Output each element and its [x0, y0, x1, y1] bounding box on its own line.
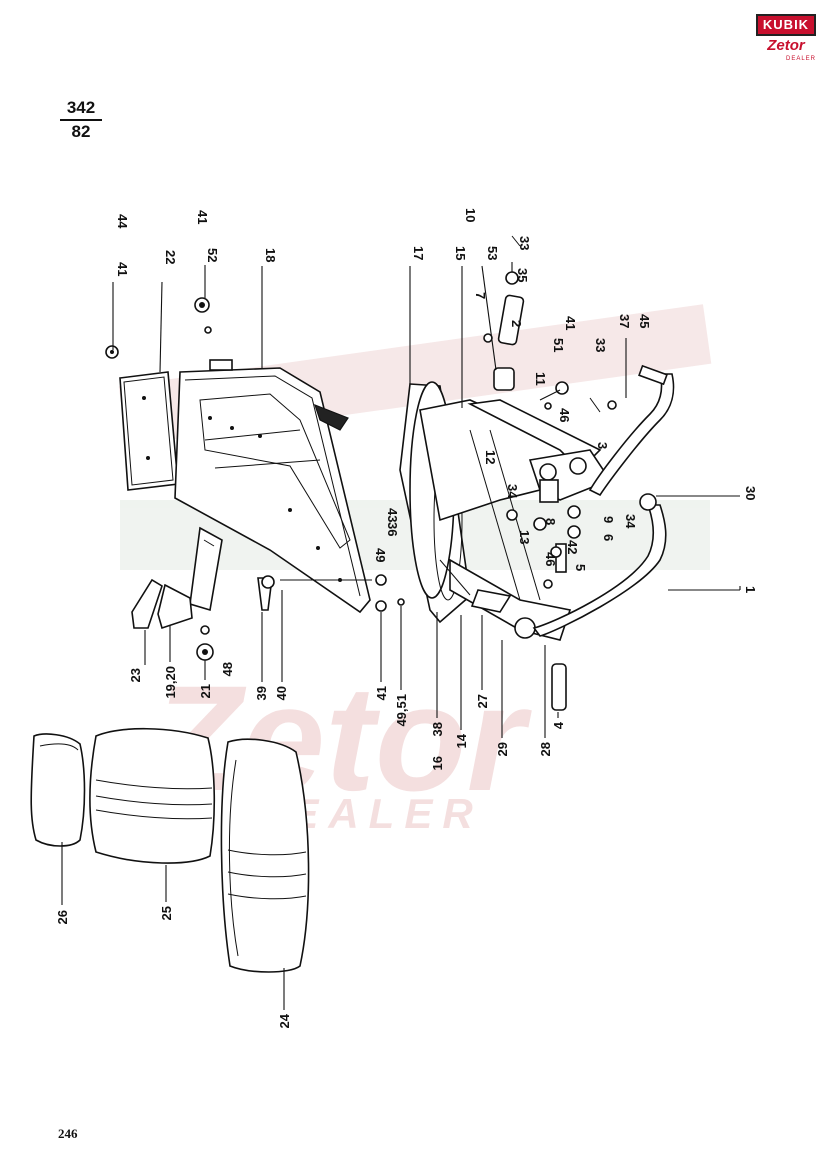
- callout-45: 45: [637, 314, 652, 328]
- callout-43: 43: [385, 508, 400, 522]
- callout-21: 21: [198, 684, 213, 698]
- callout-3: 3: [595, 442, 610, 449]
- part-24-seat-cushion: [220, 738, 310, 973]
- callout-48: 48: [220, 662, 235, 676]
- callout-6: 6: [601, 534, 616, 541]
- callout-53: 53: [485, 246, 500, 260]
- callout-26: 26: [55, 910, 70, 924]
- callout-13: 13: [517, 530, 532, 544]
- callout-30: 30: [743, 486, 758, 500]
- callout-15: 15: [453, 246, 468, 260]
- callout-33: 33: [517, 236, 532, 250]
- callout-44: 44: [115, 214, 130, 229]
- callout-34: 34: [623, 514, 638, 529]
- part-26-headrest: [30, 733, 86, 847]
- callout-4: 4: [551, 721, 566, 729]
- callout-19-20: 19,20: [163, 666, 178, 699]
- callout-35: 35: [515, 268, 530, 282]
- page-number: 246: [58, 1126, 78, 1141]
- part-23-handle: [131, 578, 163, 629]
- callout-41: 41: [195, 210, 210, 224]
- callout-42: 42: [565, 540, 580, 554]
- callout-40: 40: [274, 686, 289, 700]
- callout-37: 37: [617, 314, 632, 328]
- callout-12: 12: [483, 450, 498, 464]
- callout-5: 5: [573, 564, 588, 571]
- callout-27: 27: [475, 694, 490, 708]
- callout-52: 52: [205, 248, 220, 262]
- figure-divider: [60, 119, 102, 121]
- callout-14: 14: [454, 733, 469, 748]
- callout-46: 46: [543, 552, 558, 566]
- callout-7: 7: [473, 292, 488, 299]
- callout-33: 33: [593, 338, 608, 352]
- callout-17: 17: [411, 246, 426, 260]
- callout-25: 25: [159, 906, 174, 920]
- callout-23: 23: [128, 668, 143, 682]
- callout-29: 29: [495, 742, 510, 756]
- callout-49-51: 49,51: [394, 694, 409, 727]
- part-19-20-slide-rail: [157, 526, 223, 630]
- callouts: 41 44 22 52 41 18 17 10 15 53 7 2 35 33 …: [55, 208, 758, 1028]
- logo-sub: Zetor: [767, 37, 805, 54]
- callout-34: 34: [505, 484, 520, 499]
- callout-2: 2: [509, 320, 524, 327]
- callout-22: 22: [163, 250, 178, 264]
- callout-11: 11: [533, 372, 548, 386]
- logo-tag: DEALER: [785, 56, 816, 62]
- callout-8: 8: [543, 518, 558, 525]
- logo-brand: KUBIK: [756, 14, 816, 36]
- figure-number-top: 342: [66, 98, 96, 117]
- part-21-knob: [196, 625, 214, 661]
- callout-39: 39: [254, 686, 269, 700]
- part-18-seat-shell: [174, 359, 371, 614]
- shell-hardware: [105, 297, 405, 612]
- callout-38: 38: [430, 722, 445, 736]
- callout-41: 41: [563, 316, 578, 330]
- figure-number: 342 82: [60, 98, 102, 142]
- callout-9: 9: [601, 516, 616, 523]
- callout-51: 51: [551, 338, 566, 352]
- callout-28: 28: [538, 742, 553, 756]
- callout-18: 18: [263, 248, 278, 262]
- callout-36: 36: [385, 522, 400, 536]
- callout-46: 46: [557, 408, 572, 422]
- shock-absorber: [483, 235, 617, 711]
- dealer-logo: KUBIK Zetor DEALER: [756, 14, 816, 72]
- suspension-frame: [419, 399, 612, 641]
- part-1-tube-frame: [532, 364, 675, 637]
- callout-10: 10: [463, 208, 478, 222]
- figure-number-bottom: 82: [71, 122, 91, 141]
- leader-lines: [61, 262, 741, 1010]
- part-25-backrest: [89, 727, 216, 864]
- callout-49: 49: [373, 548, 388, 562]
- part-22-plate: [119, 371, 179, 491]
- callout-41: 41: [115, 262, 130, 276]
- callout-16: 16: [430, 756, 445, 770]
- callout-41: 41: [374, 686, 389, 700]
- callout-24: 24: [277, 1013, 292, 1028]
- callout-1: 1: [743, 586, 758, 593]
